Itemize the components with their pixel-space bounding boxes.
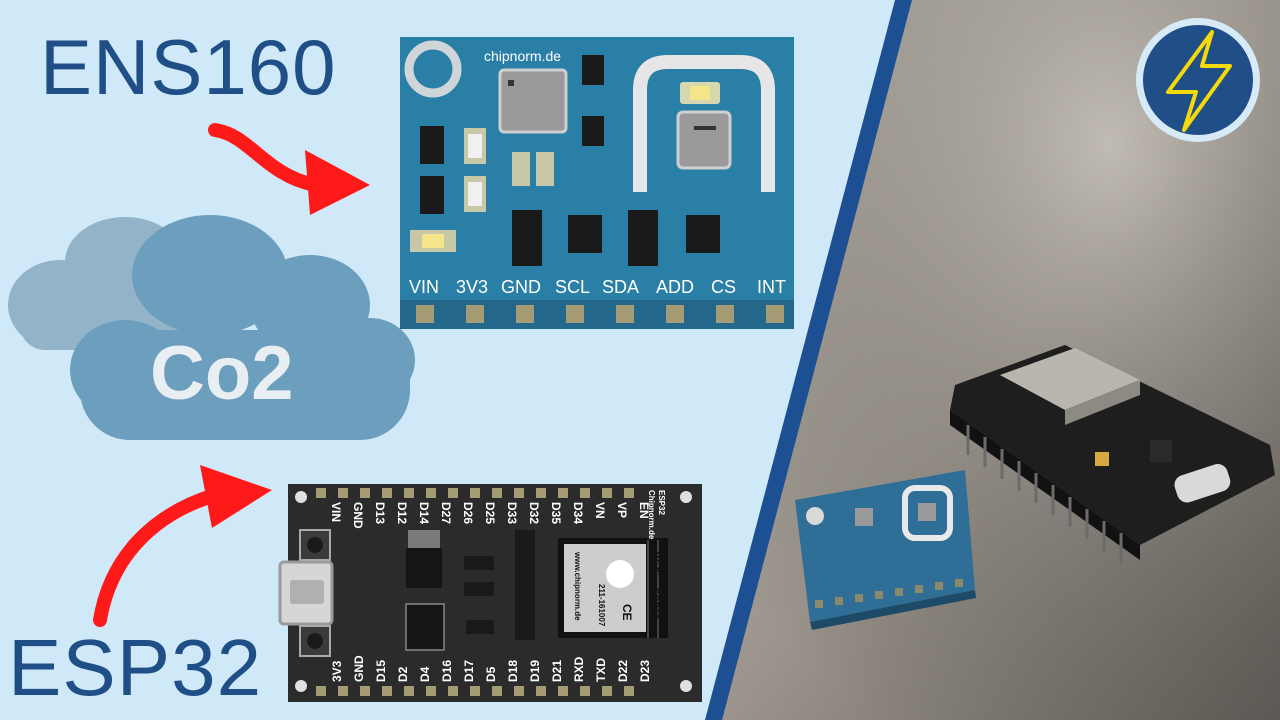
esp32-pin-label: VIN [329, 502, 343, 523]
lightning-bolt-icon [1166, 30, 1232, 132]
photo-ens160-board [795, 470, 976, 630]
esp32-pin-label: D32 [527, 502, 541, 525]
esp32-pin-label: VN [593, 502, 607, 519]
esp32-pin-label: D27 [439, 502, 453, 525]
esp32-pin-label: GND [352, 655, 366, 682]
esp32-pin-label: D33 [505, 502, 519, 525]
esp32-pin-label: D16 [440, 659, 454, 682]
esp32-pin-label: TXD [594, 658, 608, 682]
module-brand: www.chipnorm.de [573, 552, 582, 621]
module-model: ESP32 [649, 588, 660, 620]
esp32-pin-label: D22 [616, 659, 630, 682]
esp32-pin-label: 3V3 [330, 660, 344, 682]
esp32-side-label: ESP32 [657, 490, 666, 515]
esp32-pin-label: D2 [396, 666, 410, 682]
photo-esp32-board [950, 345, 1275, 563]
ce-mark-icon: CE [620, 604, 634, 621]
esp32-pin-label: D35 [549, 502, 563, 525]
esp32-pin-label: VP [615, 502, 629, 519]
esp32-pin-label: D19 [528, 659, 542, 682]
esp32-side-brand: Chipnorm.de [647, 490, 656, 540]
esp32-pin-label: D34 [571, 502, 585, 525]
diagram-panel [8, 37, 794, 702]
esp32-pin-label: D25 [483, 502, 497, 525]
sensor-pin-label: CS [711, 277, 737, 297]
sensor-pin-label: SCL [555, 277, 591, 297]
esp32-pcb [278, 484, 702, 702]
esp32-pin-label: D12 [395, 502, 409, 525]
cloud-label: Co2 [150, 331, 294, 416]
esp32-pin-label: RXD [572, 656, 586, 682]
sensor-brand: chipnorm.de [484, 48, 562, 64]
sensor-pin-label: VIN [409, 277, 440, 297]
channel-logo [1136, 18, 1260, 142]
sensor-pin-label: INT [757, 277, 786, 297]
sensor-pin-label: SDA [602, 277, 640, 297]
esp32-pin-label: D13 [373, 502, 387, 525]
wifi-icon: Wi Fi [649, 552, 660, 576]
curved-arrow-icon [208, 123, 370, 215]
esp32-pin-label: D4 [418, 666, 432, 682]
esp32-pin-label: GND [351, 502, 365, 529]
esp32-pin-label: D5 [484, 666, 498, 682]
esp32-bottom-header [316, 686, 634, 696]
cloud-icon [8, 215, 415, 440]
module-code: 211-161007 [597, 584, 606, 627]
curved-arrow-icon [93, 465, 272, 627]
sensor-pin-label: 3V3 [456, 277, 489, 297]
esp32-pin-label: D17 [462, 659, 476, 682]
esp32-top-header [316, 488, 634, 498]
esp32-pin-label: D23 [638, 659, 652, 682]
esp32-pin-label: D21 [550, 659, 564, 682]
esp32-pin-label: D15 [374, 659, 388, 682]
board-title: ESP32 [8, 623, 263, 712]
esp32-pin-label: D26 [461, 502, 475, 525]
sensor-title: ENS160 [40, 23, 337, 111]
esp32-pin-label: D18 [506, 659, 520, 682]
esp32-pin-label: D14 [417, 502, 431, 525]
sensor-pin-label: GND [501, 277, 541, 297]
sensor-pin-label: ADD [656, 277, 695, 297]
ens160-pcb [400, 37, 794, 329]
